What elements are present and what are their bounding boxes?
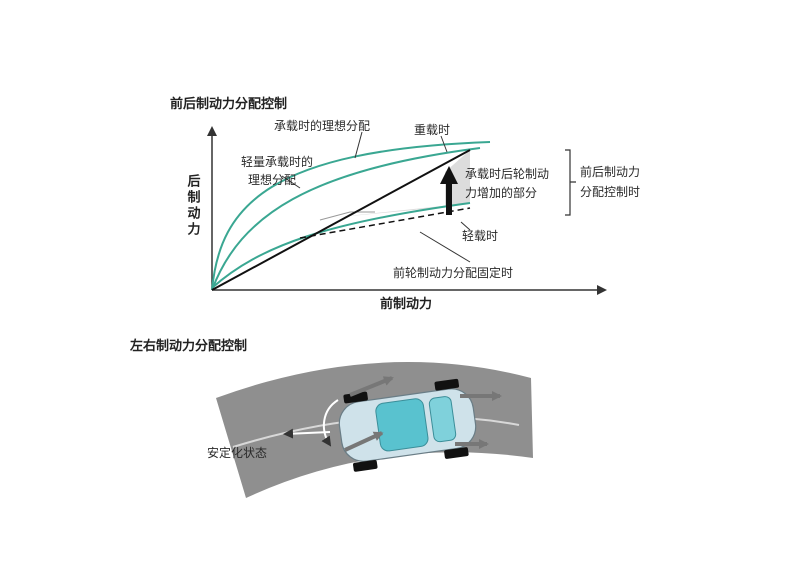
heavy-load-label: 重载时 bbox=[414, 123, 450, 137]
rear-right-force-arrow bbox=[344, 431, 384, 452]
light-load-line bbox=[211, 202, 471, 289]
light-ideal-label-2: 理想分配 bbox=[248, 172, 296, 187]
bottom-title: 左右制动力分配控制 bbox=[130, 338, 247, 354]
top-title: 前后制动力分配控制 bbox=[170, 96, 287, 112]
rotation-arrow bbox=[321, 399, 339, 447]
fixed-distribution-line bbox=[299, 207, 471, 239]
stable-state-label: 安定化状态 bbox=[207, 445, 267, 460]
bracket-label-2: 分配控制时 bbox=[580, 185, 640, 199]
car bbox=[338, 378, 477, 472]
brake-distribution-chart: 前后制动力分配控制 承载时的理想分配 重载时 轻量承载时的 理想分配 承载时后轮… bbox=[170, 96, 640, 312]
light-ideal-curve bbox=[211, 141, 491, 291]
rear-left-force-arrow bbox=[349, 376, 394, 397]
rear-increase-label-1: 承载时后轮制动 bbox=[465, 167, 549, 181]
loaded-ideal-label: 承载时的理想分配 bbox=[274, 118, 370, 133]
rear-increase-label-2: 力增加的部分 bbox=[465, 185, 537, 200]
y-axis-label: 后制动力 bbox=[185, 173, 201, 238]
x-axis-label: 前制动力 bbox=[380, 296, 432, 312]
rear-increase-arrow bbox=[440, 166, 458, 215]
heavy-load-line bbox=[211, 149, 471, 291]
loaded-ideal-curve bbox=[211, 147, 481, 291]
left-right-distribution-diagram: 左右制动力分配控制 安定化状态 bbox=[130, 338, 533, 498]
stable-direction-arrow bbox=[283, 428, 331, 439]
bracket bbox=[565, 149, 576, 216]
fixed-distribution-label: 前轮制动力分配固定时 bbox=[393, 265, 513, 280]
light-ideal-label-1: 轻量承载时的 bbox=[241, 154, 313, 169]
bracket-label-1: 前后制动力 bbox=[580, 164, 640, 179]
light-load-label: 轻载时 bbox=[462, 229, 498, 243]
